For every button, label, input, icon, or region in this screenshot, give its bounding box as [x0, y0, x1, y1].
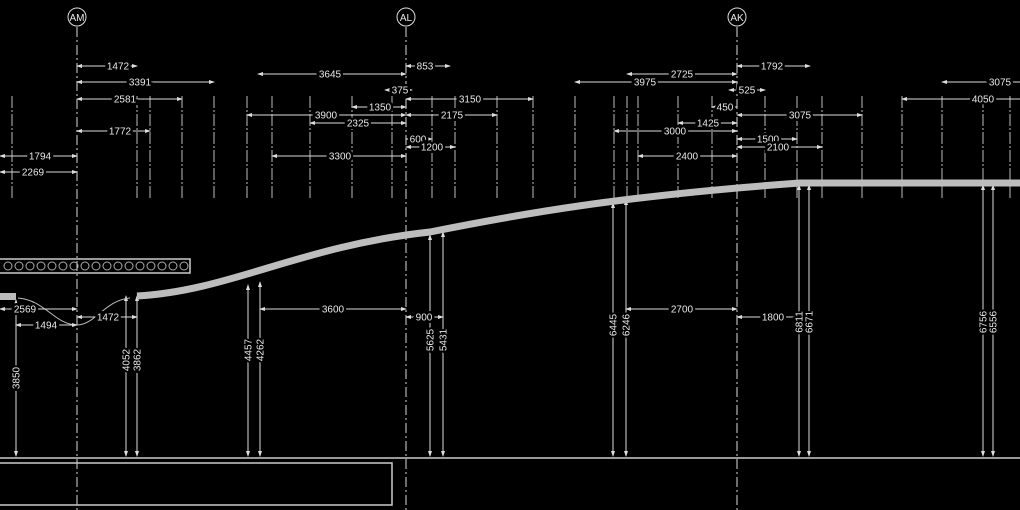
dimension-label: 2269: [22, 168, 45, 179]
dimension-label: 1772: [109, 127, 132, 138]
dimension-label: 1494: [35, 321, 58, 332]
dimension-label: 853: [417, 62, 434, 73]
grid-label: AL: [400, 13, 413, 24]
dimension-label: 450: [717, 103, 734, 114]
dimension-label: 2700: [671, 305, 694, 316]
dimension-label: 2725: [671, 70, 694, 81]
dimension-label: 2569: [14, 305, 37, 316]
truss-circle: [168, 261, 178, 271]
dimension-label: 2325: [347, 119, 370, 130]
elevation-label: 6811: [795, 311, 806, 333]
dimension-label: 1350: [369, 103, 392, 114]
dimension-label: 2100: [767, 143, 790, 154]
elevation-label: 3850: [12, 366, 23, 389]
dimension-label: 525: [739, 86, 756, 97]
dimension-label: 2175: [441, 111, 464, 122]
dimension-label: 3645: [319, 70, 342, 81]
truss-circle: [102, 261, 112, 271]
truss-circle: [113, 261, 123, 271]
dimension-label: 1792: [761, 62, 784, 73]
elevation-label: 6556: [989, 310, 1000, 333]
dimension-label: 3391: [129, 78, 152, 89]
dimension-label: 3000: [664, 127, 687, 138]
dimension-label: 1472: [107, 62, 130, 73]
grid-bubble: [396, 7, 416, 27]
dimension-label: 3150: [459, 95, 482, 106]
truss-circle: [69, 261, 79, 271]
truss-circle: [124, 261, 134, 271]
elevation-label: 4457: [244, 338, 255, 361]
elevation-label: 4262: [256, 338, 267, 361]
elevation-label: 3862: [133, 348, 144, 371]
dimension-label: 4050: [972, 95, 995, 106]
truss-circle: [3, 261, 13, 271]
truss-circle: [80, 261, 90, 271]
elevation-label: 6756: [979, 310, 990, 333]
dimension-label: 3300: [329, 152, 352, 163]
truss-circle: [47, 261, 57, 271]
dimension-labels: 1472 3391 2581 1772 1794 2269 3645 853 375 3150 13…: [10, 59, 1015, 391]
truss-element: [0, 258, 191, 274]
dimension-lines: [0, 64, 1020, 327]
dimension-label: 3975: [634, 78, 657, 89]
road-profile-curve: [136, 179, 1020, 300]
dimension-label: 600: [410, 135, 427, 146]
grid-label: AM: [70, 13, 85, 24]
left-slab: [0, 293, 16, 300]
truss-circle: [25, 261, 35, 271]
elevation-label: 6445: [609, 313, 620, 336]
dimension-label: 1800: [762, 313, 785, 324]
dimension-label: 3900: [315, 111, 338, 122]
grid-label: AK: [730, 13, 744, 24]
dimension-label: 2581: [114, 95, 137, 106]
truss-circle: [157, 261, 167, 271]
truss-circle: [135, 261, 145, 271]
elevation-label: 6671: [805, 310, 816, 333]
dimension-label: 1794: [29, 152, 52, 163]
elevation-label: 4052: [122, 348, 133, 371]
elevation-label: 5625: [426, 328, 437, 351]
dimension-label: 1425: [697, 119, 720, 130]
dimension-label: 3075: [989, 78, 1012, 89]
truss-circle: [58, 261, 68, 271]
elevation-label: 5431: [439, 328, 450, 351]
truss-circle: [91, 261, 101, 271]
dimension-label: 1500: [757, 135, 780, 146]
truss-circle: [146, 261, 156, 271]
truss-circle: [36, 261, 46, 271]
dimension-label: 900: [416, 313, 433, 324]
foundation-block: [0, 462, 393, 506]
elevation-label: 6246: [622, 313, 633, 336]
truss-circle: [14, 261, 24, 271]
dimension-label: 375: [392, 86, 409, 97]
grid-bubble: [67, 7, 87, 27]
extension-lines: [11, 96, 1011, 457]
dimension-label: 1472: [97, 313, 120, 324]
dimension-label: 2400: [676, 152, 699, 163]
dimension-label: 1200: [421, 143, 444, 154]
dimension-label: 3600: [322, 305, 345, 316]
grid-bubble: [727, 7, 747, 27]
truss-circle: [179, 261, 189, 271]
dimension-label: 3075: [789, 111, 812, 122]
